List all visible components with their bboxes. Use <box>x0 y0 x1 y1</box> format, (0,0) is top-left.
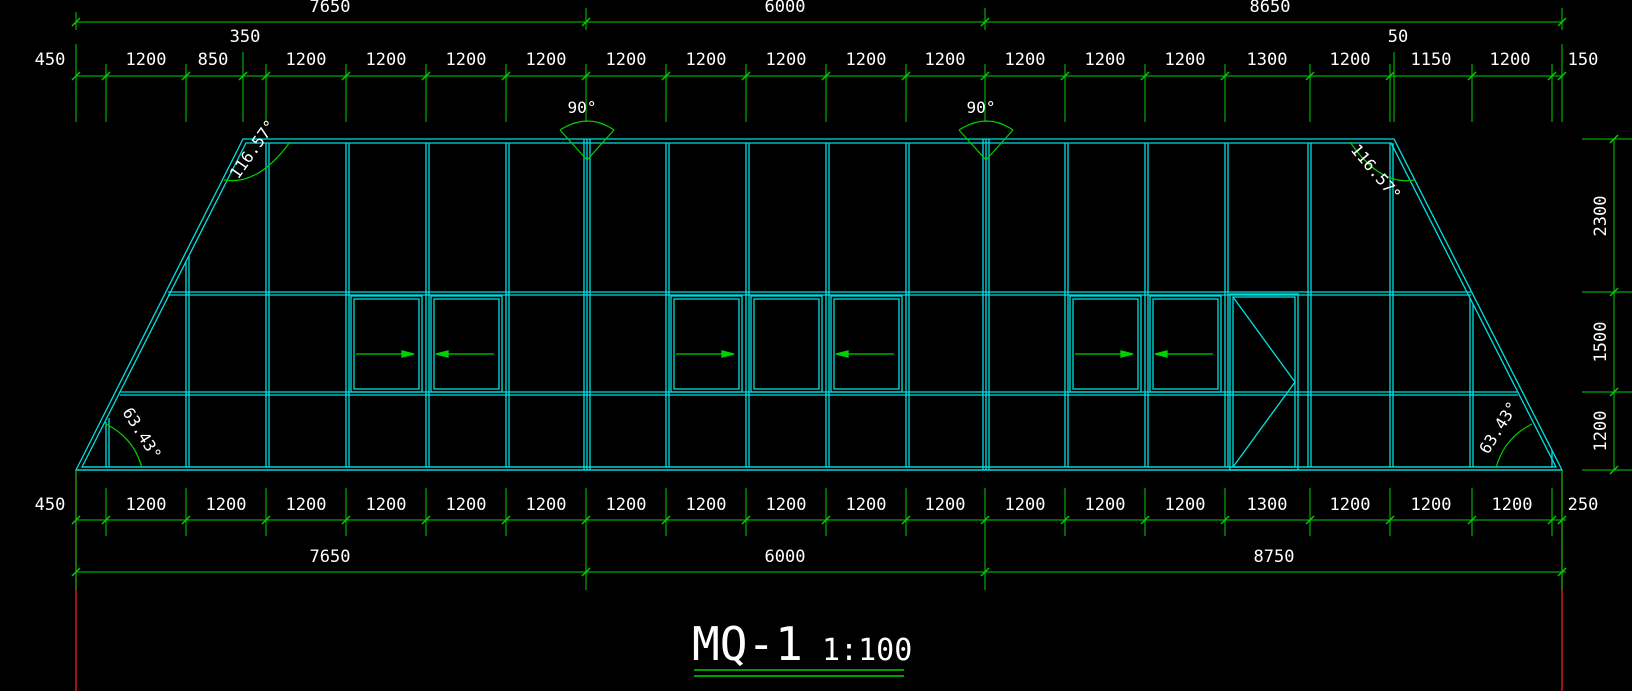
title-scale: 1:100 <box>822 633 912 668</box>
top-segment: 1200 <box>925 50 966 70</box>
top-segment: 1200 <box>526 50 567 70</box>
bottom-segment: 1200 <box>1330 495 1371 515</box>
bottom-segment: 1200 <box>686 495 727 515</box>
top-dimension-chain <box>71 8 1567 122</box>
bottom-segment: 1200 <box>126 495 167 515</box>
bottom-overall-3: 8750 <box>1254 547 1295 567</box>
bottom-overall-1: 7650 <box>310 547 351 567</box>
angle-joint-1: 90° <box>568 98 597 117</box>
top-segment: 1200 <box>846 50 887 70</box>
curtain-wall-frame <box>74 138 1564 471</box>
top-segment: 1150 <box>1411 50 1452 70</box>
bottom-segment: 1200 <box>766 495 807 515</box>
top-segment: 1200 <box>1490 50 1531 70</box>
height-upper: 2300 <box>1591 196 1611 237</box>
top-dimension-labels: 7650 6000 8650 350 50 450 150 1200 850 1… <box>35 0 1599 70</box>
top-sub-left: 350 <box>230 27 261 47</box>
bottom-segment: 1200 <box>1165 495 1206 515</box>
top-segment: 1200 <box>606 50 647 70</box>
top-segment: 1200 <box>686 50 727 70</box>
top-right-offset: 150 <box>1568 50 1599 70</box>
top-segment: 850 <box>198 50 229 70</box>
bottom-segment: 1200 <box>446 495 487 515</box>
top-sub-right: 50 <box>1388 27 1408 47</box>
bottom-segment: 1200 <box>846 495 887 515</box>
top-overall-1: 7650 <box>310 0 351 17</box>
right-dimension-chain <box>1582 134 1632 475</box>
bottom-segment: 1200 <box>925 495 966 515</box>
top-overall-3: 8650 <box>1250 0 1291 17</box>
bottom-segment: 1200 <box>526 495 567 515</box>
bottom-segment: 1200 <box>1085 495 1126 515</box>
angle-markers <box>105 120 1533 469</box>
bottom-dimension-chain <box>71 470 1567 590</box>
bottom-segment: 1200 <box>606 495 647 515</box>
window-opening-arrows <box>356 350 1213 358</box>
bottom-segment: 1200 <box>1492 495 1533 515</box>
bottom-left-offset: 450 <box>35 495 66 515</box>
bottom-segment: 1200 <box>1005 495 1046 515</box>
top-segment: 1200 <box>446 50 487 70</box>
bottom-segment: 1200 <box>1411 495 1452 515</box>
bottom-dimension-labels: 450 250 1200 1200 1200 1200 1200 1200 12… <box>35 495 1599 567</box>
top-overall-2: 6000 <box>765 0 806 17</box>
bottom-segment: 1200 <box>206 495 247 515</box>
bottom-overall-2: 6000 <box>765 547 806 567</box>
top-segment: 1300 <box>1247 50 1288 70</box>
bottom-segment: 1200 <box>286 495 327 515</box>
right-dimension-labels: 2300 1500 1200 <box>1591 196 1611 452</box>
bottom-segment: 1300 <box>1247 495 1288 515</box>
top-segment: 1200 <box>766 50 807 70</box>
bottom-right-offset: 250 <box>1568 495 1599 515</box>
angle-joint-2: 90° <box>967 98 996 117</box>
top-segment: 1200 <box>286 50 327 70</box>
top-segment: 1200 <box>126 50 167 70</box>
top-segment: 1200 <box>1085 50 1126 70</box>
height-middle: 1500 <box>1591 322 1611 363</box>
top-segment: 1200 <box>366 50 407 70</box>
top-segment: 1200 <box>1005 50 1046 70</box>
title-name: MQ-1 <box>692 617 803 671</box>
top-segment: 1200 <box>1165 50 1206 70</box>
height-lower: 1200 <box>1591 411 1611 452</box>
drawing-title: MQ-1 1:100 <box>692 617 912 677</box>
top-left-offset: 450 <box>35 50 66 70</box>
top-segment: 1200 <box>1330 50 1371 70</box>
bottom-segment: 1200 <box>366 495 407 515</box>
